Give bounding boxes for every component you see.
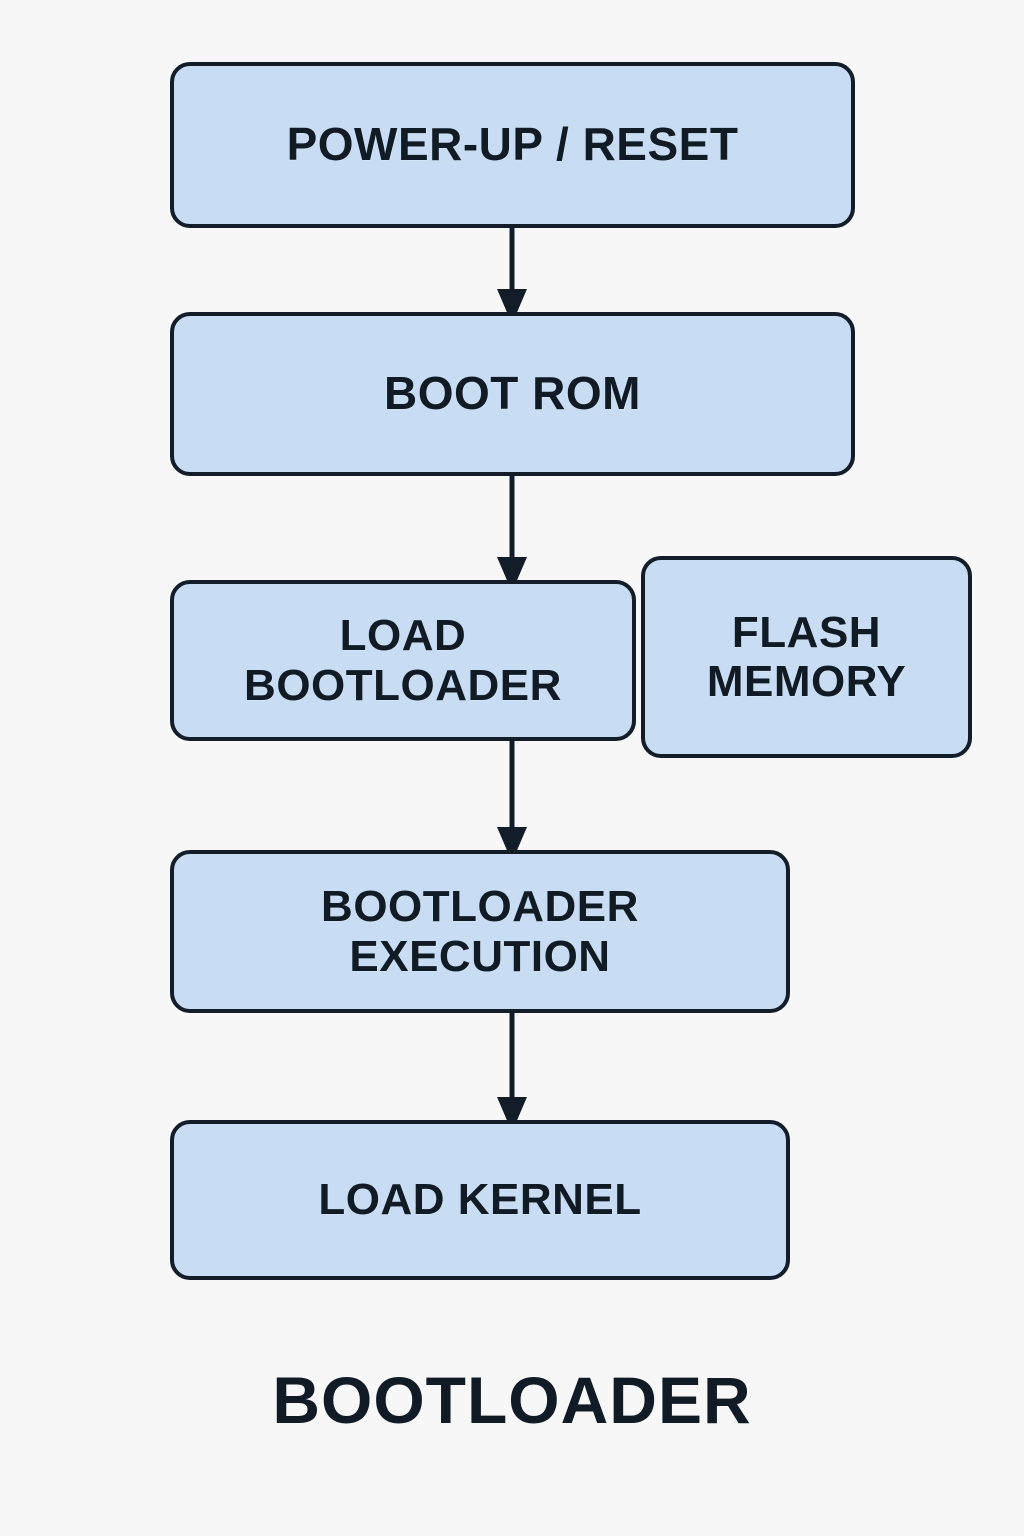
node-boot-rom[interactable]: BOOT ROM — [170, 312, 855, 476]
node-label: FLASH MEMORY — [706, 607, 907, 706]
node-label: BOOTLOADER EXECUTION — [321, 882, 639, 981]
node-label: LOAD BOOTLOADER — [244, 611, 562, 710]
diagram-title-text: BOOTLOADER — [272, 1363, 752, 1437]
node-power-up-reset[interactable]: POWER-UP / RESET — [170, 62, 855, 228]
node-label: LOAD KERNEL — [318, 1175, 642, 1225]
node-flash-memory[interactable]: FLASH MEMORY — [641, 556, 972, 758]
node-load-bootloader[interactable]: LOAD BOOTLOADER — [170, 580, 636, 741]
diagram-title: BOOTLOADER — [0, 1362, 1024, 1438]
node-bootloader-execution[interactable]: BOOTLOADER EXECUTION — [170, 850, 790, 1013]
node-label: POWER-UP / RESET — [286, 118, 739, 171]
node-label: BOOT ROM — [384, 367, 641, 420]
node-load-kernel[interactable]: LOAD KERNEL — [170, 1120, 790, 1280]
